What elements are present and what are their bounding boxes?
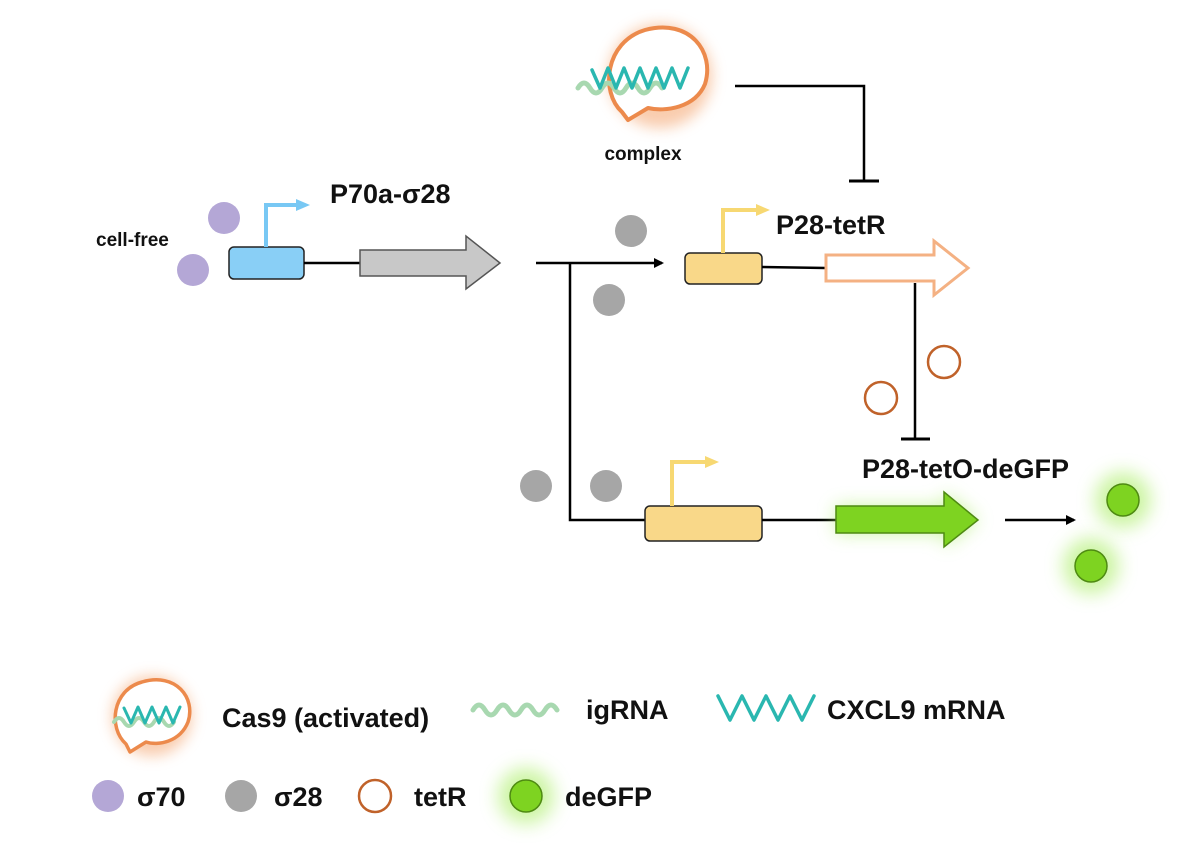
tetr-repression-line <box>901 283 930 441</box>
p28-teto-label: P28-tetO-deGFP <box>862 454 1069 484</box>
degfp-gene-arrow <box>835 490 980 549</box>
branch-lines <box>536 258 664 522</box>
promoter-arrow-icon <box>264 203 298 247</box>
p70a-box <box>228 246 305 280</box>
cell-free-label: cell-free <box>96 230 169 251</box>
p70a-label: P70a-σ28 <box>330 179 451 209</box>
complex-repression-line <box>735 84 879 183</box>
legend-sigma70-label: σ70 <box>137 782 186 812</box>
legend-degfp-label: deGFP <box>565 782 652 812</box>
tetr-ring <box>357 778 393 814</box>
p28-tetr-label: P28-tetR <box>776 210 886 240</box>
sigma70-dot <box>208 202 240 234</box>
sigma28-dot <box>225 780 257 812</box>
tetr-ring <box>863 380 899 416</box>
cxcl9-wave-icon <box>590 66 690 90</box>
promoter-arrow-icon <box>670 460 707 506</box>
legend-tetr-label: tetR <box>414 782 467 812</box>
legend-igrna: igRNA <box>470 695 669 725</box>
p70a-promoter <box>228 199 502 291</box>
legend-sigma28: σ28 <box>225 780 323 812</box>
legend-sigma70: σ70 <box>92 780 186 812</box>
cxcl9-wave-icon <box>716 694 816 722</box>
degfp-dot <box>1095 472 1151 528</box>
sigma28-gene-arrow <box>359 234 502 291</box>
sigma70-dot <box>92 780 124 812</box>
legend-igrna-label: igRNA <box>586 695 669 725</box>
p28-teto-promoter <box>644 456 1076 549</box>
legend-cas9: Cas9 (activated) <box>112 676 429 756</box>
sigma28-dot <box>590 470 622 502</box>
tetr-gene-arrow <box>824 237 971 299</box>
promoter-arrow-icon <box>721 208 758 253</box>
complex-label: complex <box>604 144 682 165</box>
legend-cxcl9: CXCL9 mRNA <box>716 694 1006 725</box>
sigma28-dot <box>615 215 647 247</box>
legend-degfp: deGFP <box>498 768 652 824</box>
cas9-icon <box>575 24 712 128</box>
legend-cas9-label: Cas9 (activated) <box>222 703 429 733</box>
igrna-wave-icon <box>575 80 665 96</box>
legend-tetr: tetR <box>357 778 467 814</box>
degfp-dot <box>498 768 554 824</box>
degfp-dot <box>1063 538 1119 594</box>
tetr-ring <box>926 344 962 380</box>
legend-sigma28-label: σ28 <box>274 782 323 812</box>
p28-tetr-promoter <box>684 204 971 299</box>
legend-cxcl9-label: CXCL9 mRNA <box>827 695 1006 725</box>
sigma70-dot <box>177 254 209 286</box>
igrna-wave-icon <box>470 702 560 718</box>
cas9-complex: complex <box>575 24 712 165</box>
sigma28-dot <box>520 470 552 502</box>
legend: Cas9 (activated) igRNA CXCL9 mRNA σ70 σ2… <box>92 676 1006 824</box>
sigma28-dot <box>593 284 625 316</box>
cas9-icon <box>112 676 192 756</box>
